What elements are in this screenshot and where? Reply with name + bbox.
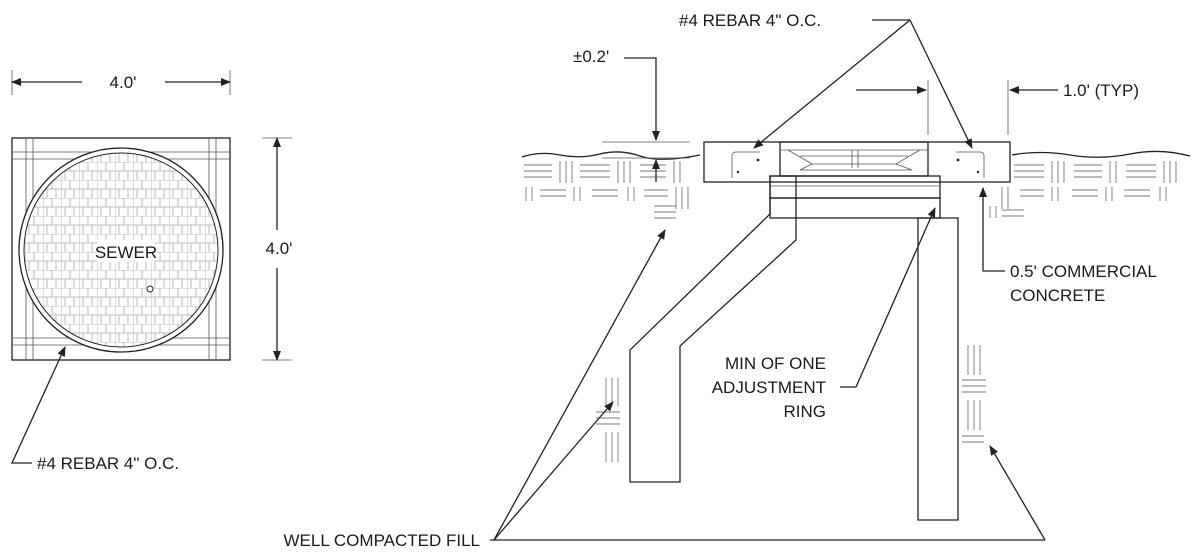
manhole-cover: SEWER [18, 147, 224, 353]
collar-edge-label: 1.0' (TYP) [1063, 81, 1139, 100]
frame-and-cover [779, 141, 929, 177]
compacted-fill-callout: WELL COMPACTED FILL [284, 229, 1046, 550]
fill-label: WELL COMPACTED FILL [284, 531, 480, 550]
collar-edge-dimension: 1.0' (TYP) [856, 80, 1139, 135]
plan-width-label: 4.0' [110, 73, 137, 92]
existing-ground [521, 150, 1191, 462]
cover-label: SEWER [95, 243, 157, 262]
tolerance-label: ±0.2' [573, 47, 609, 66]
ring-label-line3: RING [784, 402, 827, 421]
concrete-label-line1: 0.5' COMMERCIAL [1010, 262, 1157, 281]
plan-rebar-label: #4 REBAR 4" O.C. [37, 454, 179, 473]
ring-label-line2: ADJUSTMENT [712, 378, 826, 397]
cone-wall-left [629, 175, 797, 483]
tolerance-dimension: ±0.2' [573, 47, 690, 182]
plan-height-label: 4.0' [266, 239, 293, 258]
plan-rebar-callout: #4 REBAR 4" O.C. [10, 346, 179, 473]
pick-hole-icon [146, 285, 154, 293]
adjustment-ring-callout: MIN OF ONE ADJUSTMENT RING [712, 207, 936, 421]
plan-view: 4.0' SEWER [10, 70, 293, 473]
concrete-thickness-callout: 0.5' COMMERCIAL CONCRETE [979, 187, 1157, 305]
section-rebar-callout: #4 REBAR 4" O.C. [679, 11, 973, 149]
plan-width-dimension: 4.0' [11, 70, 231, 95]
plan-concrete-slab [11, 137, 231, 361]
plan-height-dimension: 4.0' [262, 137, 293, 361]
section-rebar-label: #4 REBAR 4" O.C. [679, 11, 821, 30]
barrel-wall-right [917, 217, 959, 521]
ring-label-line1: MIN OF ONE [725, 354, 826, 373]
concrete-label-line2: CONCRETE [1010, 286, 1105, 305]
section-view: ±0.2' #4 REBAR 4" O.C. 1.0' (TYP) 0.5' C… [284, 11, 1191, 550]
